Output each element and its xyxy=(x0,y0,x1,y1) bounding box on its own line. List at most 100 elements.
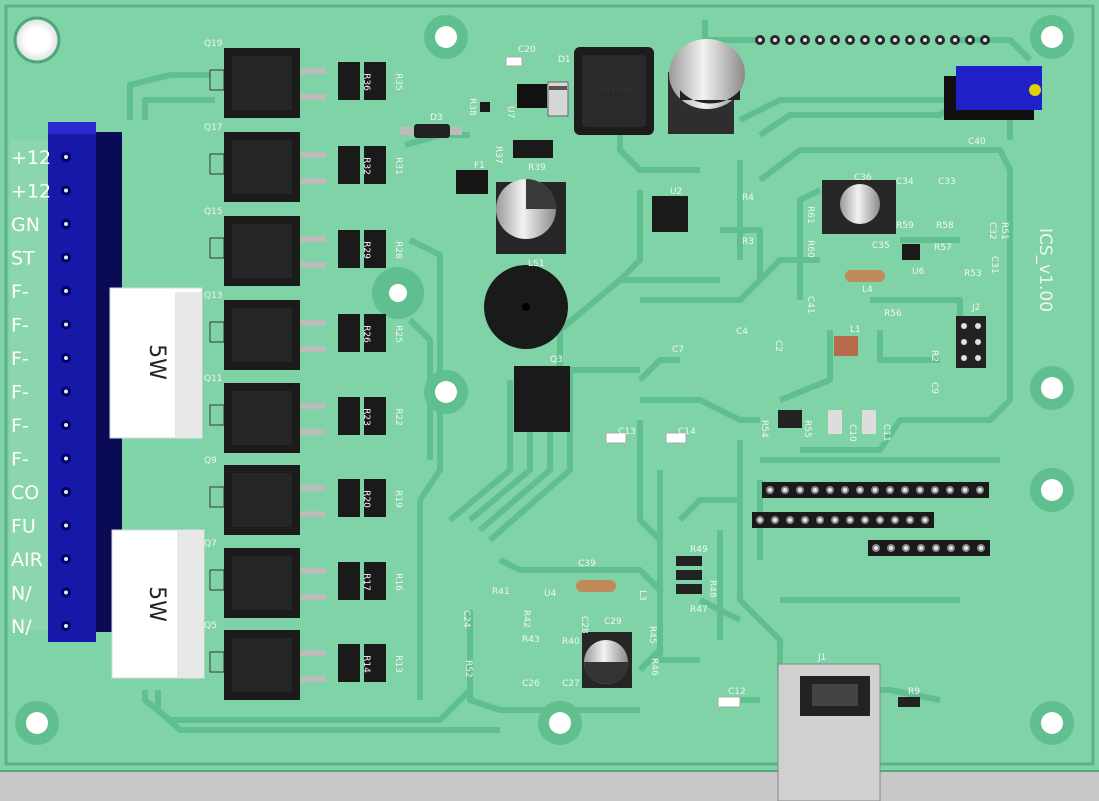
mosfet-label: Q17 xyxy=(204,123,223,133)
terminal-label: N/ xyxy=(11,616,32,638)
top-header-row xyxy=(755,35,990,45)
component-label: C40 xyxy=(968,137,986,147)
power-section: Marking xyxy=(400,39,745,444)
component-label: LS1 xyxy=(528,259,544,269)
component-label: R48 xyxy=(707,580,717,598)
component-label: R52 xyxy=(463,660,473,678)
component-label: C41 xyxy=(805,296,815,314)
power-resistor-bottom-label: 5W xyxy=(144,586,169,622)
component-label: L3 xyxy=(637,590,647,601)
component-label: J1 xyxy=(817,653,826,663)
component-label: C24 xyxy=(461,610,471,628)
potentiometer xyxy=(944,66,1042,120)
component-label: R54 xyxy=(759,420,769,438)
component-label: D3 xyxy=(430,113,443,123)
resistor-label: R31 xyxy=(393,157,403,175)
component-label: C14 xyxy=(678,427,696,437)
component-label: C2 xyxy=(773,340,783,352)
component-label: C32 xyxy=(987,222,997,240)
resistor-label: R26 xyxy=(361,325,371,343)
component-label: C4 xyxy=(736,327,748,337)
terminal-label: GN xyxy=(11,214,40,236)
resistor-label: R29 xyxy=(361,241,371,259)
mosfet-label: Q19 xyxy=(204,39,223,49)
component-label: C9 xyxy=(929,382,939,394)
component-label: R51 xyxy=(999,222,1009,240)
component-label: F1 xyxy=(474,161,485,171)
resistor-label: R22 xyxy=(393,408,403,426)
terminal-label: F- xyxy=(11,348,29,370)
power-resistor-bottom: 5W xyxy=(111,529,205,679)
terminal-label: FU xyxy=(11,516,36,538)
resistor-label: R32 xyxy=(361,157,371,175)
component-label: R59 xyxy=(896,221,914,231)
component-label: U7 xyxy=(505,106,515,118)
resistor-label: R20 xyxy=(361,490,371,508)
component-label: R42 xyxy=(521,610,531,628)
mosfet-label: Q5 xyxy=(204,621,217,631)
component-label: R47 xyxy=(690,605,708,615)
component-label: R46 xyxy=(649,658,659,676)
terminal-label: F- xyxy=(11,281,29,303)
mosfet-label: Q11 xyxy=(204,374,223,384)
terminal-label: +12 xyxy=(11,147,51,169)
component-label: R38 xyxy=(467,98,477,116)
mosfet-label: Q7 xyxy=(204,539,217,549)
resistor-label: R19 xyxy=(393,490,403,508)
usb-connector xyxy=(717,663,920,801)
component-label: C34 xyxy=(896,177,914,187)
component-label: R60 xyxy=(805,240,815,258)
terminal-label: ST xyxy=(11,248,35,270)
component-label: R58 xyxy=(936,221,954,231)
component-label: R39 xyxy=(528,163,546,173)
component-label: R9 xyxy=(908,687,920,697)
component-label: C29 xyxy=(604,617,622,627)
power-resistor-top-label: 5W xyxy=(144,344,169,380)
component-label: U4 xyxy=(544,589,557,599)
terminal-label: N/ xyxy=(11,583,32,605)
component-label: C7 xyxy=(672,345,684,355)
component-label: C36 xyxy=(854,173,872,183)
terminal-label: CO xyxy=(11,482,39,504)
resistor-label: R28 xyxy=(393,241,403,259)
terminal-label: +12 xyxy=(11,181,51,203)
component-label: C35 xyxy=(872,241,890,251)
mosfet-label: Q9 xyxy=(204,456,217,466)
component-label: L4 xyxy=(862,285,873,295)
component-label: R37 xyxy=(493,146,503,164)
resistor-label: R16 xyxy=(393,573,403,591)
component-label: R45 xyxy=(647,626,657,644)
component-label: R2 xyxy=(929,350,939,362)
component-label: C28 xyxy=(579,616,589,634)
analog-section xyxy=(778,180,986,434)
terminal-label: F- xyxy=(11,382,29,404)
component-label: R53 xyxy=(964,269,982,279)
resistor-label: R17 xyxy=(361,573,371,591)
resistor-label: R13 xyxy=(393,655,403,673)
component-label: C12 xyxy=(728,687,746,697)
component-label: R4 xyxy=(742,193,754,203)
regulator-section xyxy=(576,556,702,688)
resistor-label: R35 xyxy=(393,73,403,91)
component-label: R40 xyxy=(562,637,580,647)
component-label: C39 xyxy=(578,559,596,569)
component-label: C11 xyxy=(881,424,891,442)
component-label: J2 xyxy=(971,303,980,313)
inductor-marking: Marking xyxy=(596,84,632,94)
component-label: R41 xyxy=(492,587,510,597)
component-label: C31 xyxy=(989,256,999,274)
copper-traces xyxy=(127,20,1033,733)
resistor-label: R36 xyxy=(361,73,371,91)
mosfet-label: Q13 xyxy=(204,291,223,301)
resistor-label: R25 xyxy=(393,325,403,343)
component-label: Q3 xyxy=(550,355,563,365)
resistor-label: R14 xyxy=(361,655,371,673)
component-label: C26 xyxy=(522,679,540,689)
component-label: C10 xyxy=(847,424,857,442)
